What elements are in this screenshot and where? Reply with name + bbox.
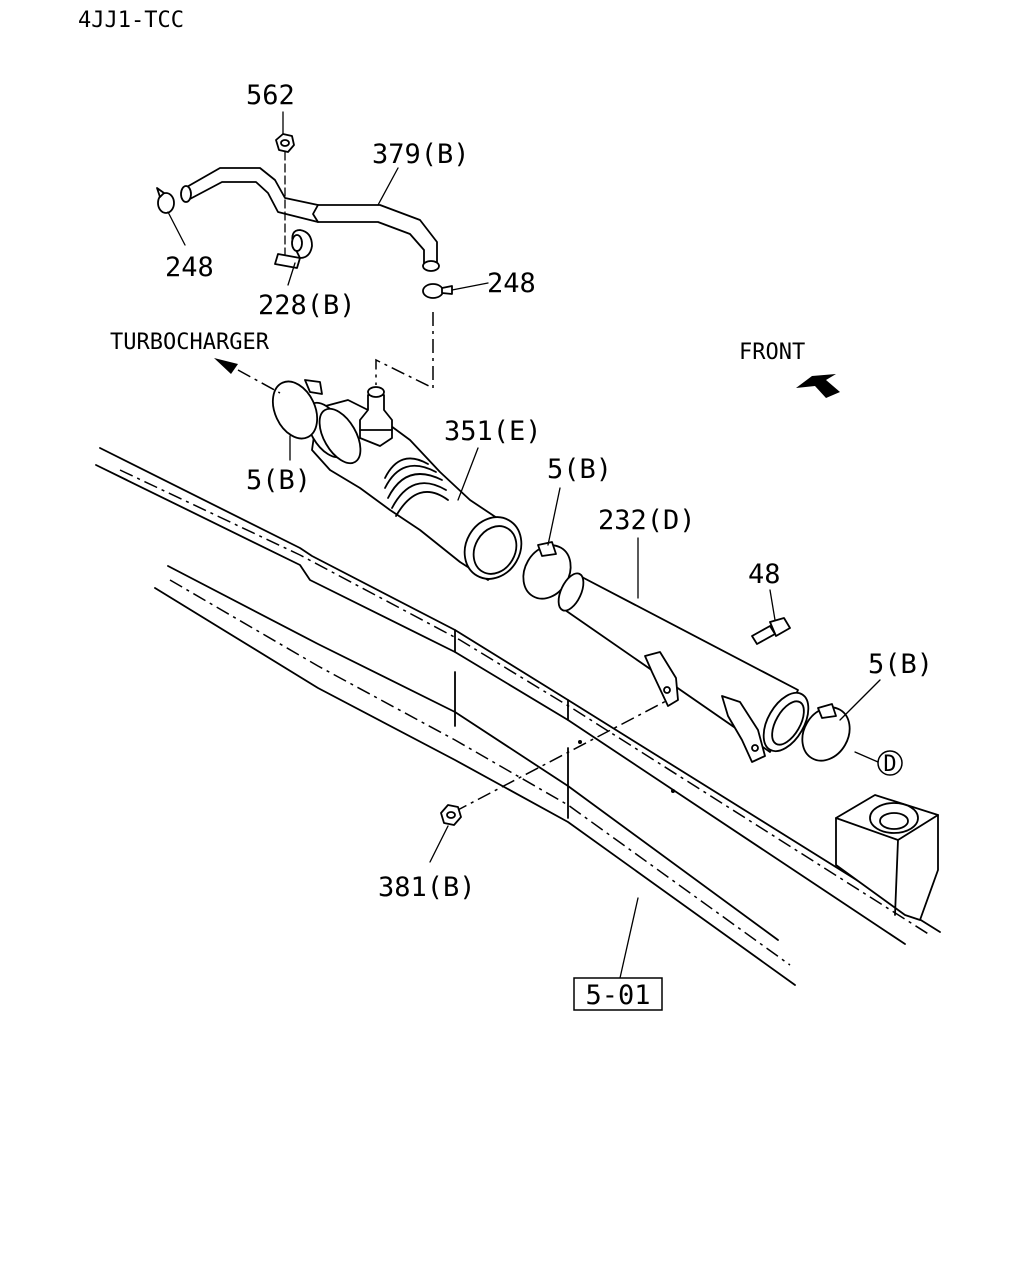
reference-5-01-label: 5-01 — [585, 980, 650, 1011]
callout-379b: 379(B) — [372, 139, 470, 170]
clamp-248-right[interactable] — [422, 283, 453, 299]
engine-code-label: 4JJ1-TCC — [78, 8, 184, 33]
reference-5-01[interactable]: 5-01 — [573, 977, 663, 1011]
callout-d-marker: D — [877, 750, 903, 777]
clamp-248-left[interactable] — [156, 187, 175, 214]
leader-lines — [167, 111, 881, 979]
intercooler-pipe-232d[interactable] — [553, 570, 817, 763]
frame-mount-bracket — [835, 794, 939, 921]
callout-228b: 228(B) — [258, 290, 356, 321]
breather-hose-379b[interactable] — [180, 167, 440, 272]
callout-381b: 381(B) — [378, 872, 476, 903]
callout-351e: 351(E) — [444, 416, 542, 447]
callout-5b-left: 5(B) — [246, 465, 311, 496]
callout-48: 48 — [748, 559, 781, 590]
callout-5b-right: 5(B) — [868, 649, 933, 680]
hose-clamp-5b-left[interactable] — [264, 374, 326, 445]
callout-562: 562 — [246, 80, 295, 111]
front-arrow-icon — [796, 374, 840, 398]
turbocharger-arrow-icon — [214, 358, 281, 394]
nut-381b[interactable] — [440, 804, 462, 826]
callout-5b-mid: 5(B) — [547, 454, 612, 485]
turbocharger-label: TURBOCHARGER — [110, 330, 270, 355]
nut-562[interactable] — [275, 133, 295, 153]
callout-d: D — [883, 752, 896, 777]
callout-248-right: 248 — [487, 268, 536, 299]
bolt-48[interactable] — [751, 617, 791, 645]
frame-rail — [95, 447, 941, 986]
clip-228b[interactable] — [274, 229, 313, 269]
callout-248-left: 248 — [165, 252, 214, 283]
hose-clamp-5b-mid[interactable] — [514, 537, 580, 607]
callout-232d: 232(D) — [598, 505, 696, 536]
hose-clamp-5b-right[interactable] — [793, 699, 859, 769]
front-label: FRONT — [739, 340, 805, 365]
